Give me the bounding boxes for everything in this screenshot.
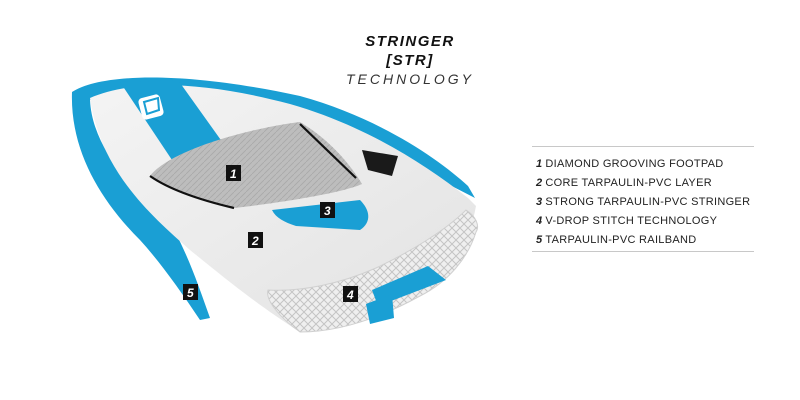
- legend-item-number: 4: [536, 215, 543, 227]
- marker-2-label: 2: [251, 234, 259, 248]
- diamond-grooving-footpad: [150, 122, 362, 208]
- legend-item-number: 5: [536, 234, 543, 246]
- diagram-title: STRINGER [STR] TECHNOLOGY: [300, 32, 520, 89]
- legend-item-label: V-DROP STITCH TECHNOLOGY: [545, 215, 718, 227]
- legend-item-number: 1: [536, 158, 543, 170]
- marker-1-label: 1: [230, 167, 237, 181]
- legend-item-number: 3: [536, 196, 543, 208]
- footpad-kick-line: [299, 123, 357, 179]
- marker-2: 2: [248, 232, 263, 248]
- marker-1: 1: [226, 165, 241, 181]
- brand-logo: [138, 94, 164, 120]
- legend-item-label: DIAMOND GROOVING FOOTPAD: [545, 158, 724, 170]
- marker-4-label: 4: [346, 288, 354, 302]
- legend-item-number: 2: [536, 177, 543, 189]
- footpad-edge-line: [149, 175, 235, 210]
- legend-item-label: CORE TARPAULIN-PVC LAYER: [545, 177, 712, 189]
- title-line-3: TECHNOLOGY: [345, 71, 474, 87]
- title-line-1: STRINGER: [365, 33, 455, 50]
- rear-logo-tag: [362, 150, 398, 176]
- marker-3-label: 3: [324, 204, 331, 218]
- legend-item-label: STRONG TARPAULIN-PVC STRINGER: [545, 196, 751, 208]
- marker-4: 4: [343, 286, 358, 302]
- title-line-2: [STR]: [386, 52, 434, 69]
- drop-stitch-core: [267, 209, 479, 333]
- marker-3: 3: [320, 202, 335, 218]
- stringer-bottom-edge: [366, 294, 394, 324]
- legend-item-label: TARPAULIN-PVC RAILBAND: [545, 234, 697, 246]
- marker-5: 5: [183, 284, 198, 300]
- marker-5-label: 5: [187, 286, 194, 300]
